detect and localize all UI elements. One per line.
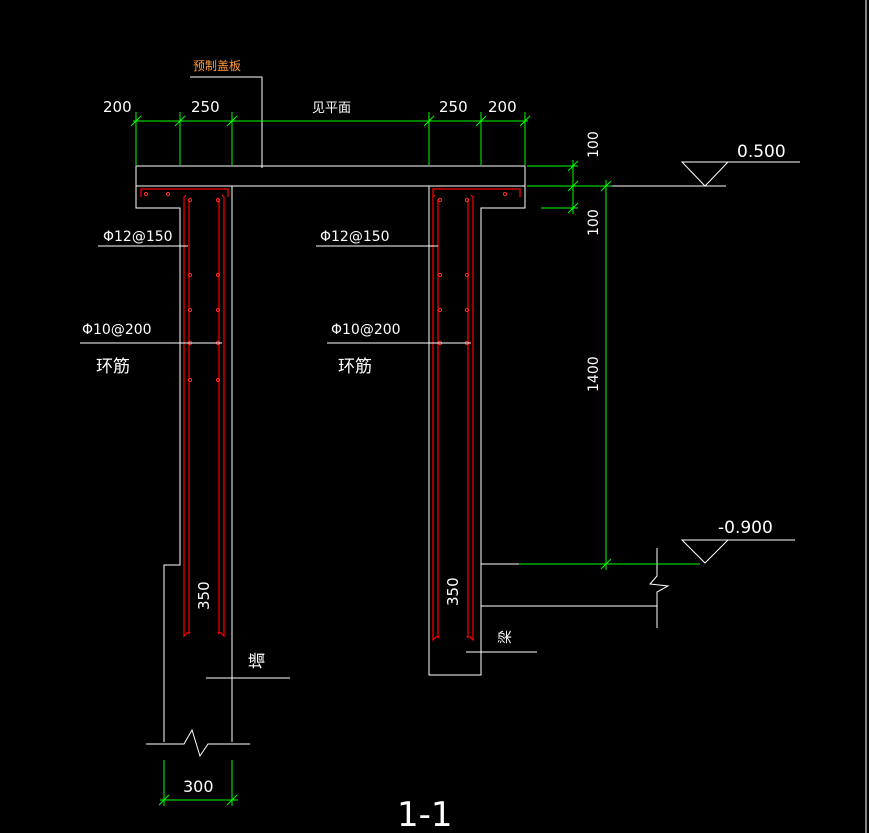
left-wall-rebar-inner-b bbox=[217, 199, 220, 635]
right-dim-tick bbox=[567, 202, 579, 214]
right-wall-rebar-outer-b bbox=[437, 199, 440, 639]
top-dim-text-5: 200 bbox=[488, 98, 517, 116]
beam-break-line bbox=[648, 548, 670, 628]
top-dim-text-1: 200 bbox=[103, 98, 132, 116]
stirrup-label-left: 环筋 bbox=[96, 357, 130, 377]
right-wall-rebar-outer-a bbox=[432, 194, 438, 642]
bottom-dim-text: 300 bbox=[183, 777, 214, 796]
left-wall-rebar-inner-a bbox=[219, 194, 225, 638]
right-dim-text-3: 1400 bbox=[586, 356, 602, 392]
level-top-value: 0.500 bbox=[737, 142, 786, 162]
section-title: 1-1 bbox=[397, 795, 453, 833]
top-dim-text-3: 见平面 bbox=[312, 101, 351, 116]
bottom-dimension: 300 bbox=[158, 760, 238, 806]
right-dim-tick bbox=[600, 180, 612, 192]
wall-label: 墙 bbox=[248, 652, 268, 669]
corbel-rebar-left bbox=[140, 188, 229, 197]
stirrup-label-right: 环筋 bbox=[338, 357, 372, 377]
left-wall-rebar-outer-b bbox=[188, 199, 191, 635]
wall-width-right: 350 bbox=[444, 577, 462, 606]
top-dim-tick bbox=[423, 115, 435, 127]
level-marker-top: 0.500 bbox=[612, 142, 800, 187]
left-wall-outer-edge bbox=[135, 186, 181, 742]
concrete-outline bbox=[135, 165, 670, 758]
wall-width-left: 350 bbox=[195, 581, 213, 610]
top-dim-text-2: 250 bbox=[191, 98, 220, 116]
rebar-dots bbox=[143, 191, 508, 383]
top-dim-tick bbox=[519, 115, 531, 127]
right-dim-tick bbox=[567, 180, 579, 192]
level-bottom-value: -0.900 bbox=[718, 518, 773, 538]
stirrup-spec-right: Φ10@200 bbox=[331, 322, 401, 338]
right-wall-rebar-inner-a bbox=[468, 194, 474, 642]
beam-label: 梁 bbox=[498, 630, 514, 644]
bottom-dim-tick bbox=[226, 794, 238, 806]
rebar-annotations: Φ12@150 Φ12@150 Φ10@200 环筋 Φ10@200 环筋 35… bbox=[80, 229, 471, 610]
precast-cover-slab bbox=[135, 165, 526, 187]
right-dimension-chain: 100 100 1400 bbox=[519, 131, 700, 570]
wall-break-line bbox=[146, 728, 250, 758]
top-dim-tick bbox=[174, 115, 186, 127]
main-rebar-label-right: Φ12@150 bbox=[320, 229, 390, 245]
top-dim-tick bbox=[475, 115, 487, 127]
main-rebar-label-left: Φ12@150 bbox=[103, 229, 173, 245]
precast-slab-callout: 预制盖板 bbox=[190, 59, 263, 168]
right-dim-text-1: 100 bbox=[586, 131, 602, 158]
element-labels: 墙 梁 bbox=[206, 630, 537, 679]
top-dim-tick bbox=[226, 115, 238, 127]
right-dim-tick bbox=[567, 160, 579, 172]
rebar-cages bbox=[140, 188, 521, 642]
precast-slab-label: 预制盖板 bbox=[193, 59, 241, 73]
bottom-dim-tick bbox=[158, 794, 170, 806]
corbel-rebar-right bbox=[432, 188, 521, 197]
top-dimension-chain: 200 250 见平面 250 200 bbox=[103, 98, 531, 165]
level-bottom-triangle bbox=[680, 539, 730, 564]
top-dim-text-4: 250 bbox=[439, 98, 468, 116]
stirrup-spec-left: Φ10@200 bbox=[82, 322, 152, 338]
right-dim-text-2: 100 bbox=[586, 209, 602, 236]
level-marker-bottom: -0.900 bbox=[680, 518, 795, 564]
left-wall-rebar-outer-a bbox=[183, 194, 189, 638]
top-dim-tick bbox=[130, 115, 142, 127]
right-wall-outline bbox=[428, 186, 526, 676]
level-top-triangle bbox=[680, 161, 730, 187]
precast-slab-leader bbox=[190, 76, 263, 168]
right-wall-rebar-inner-b bbox=[466, 199, 469, 639]
